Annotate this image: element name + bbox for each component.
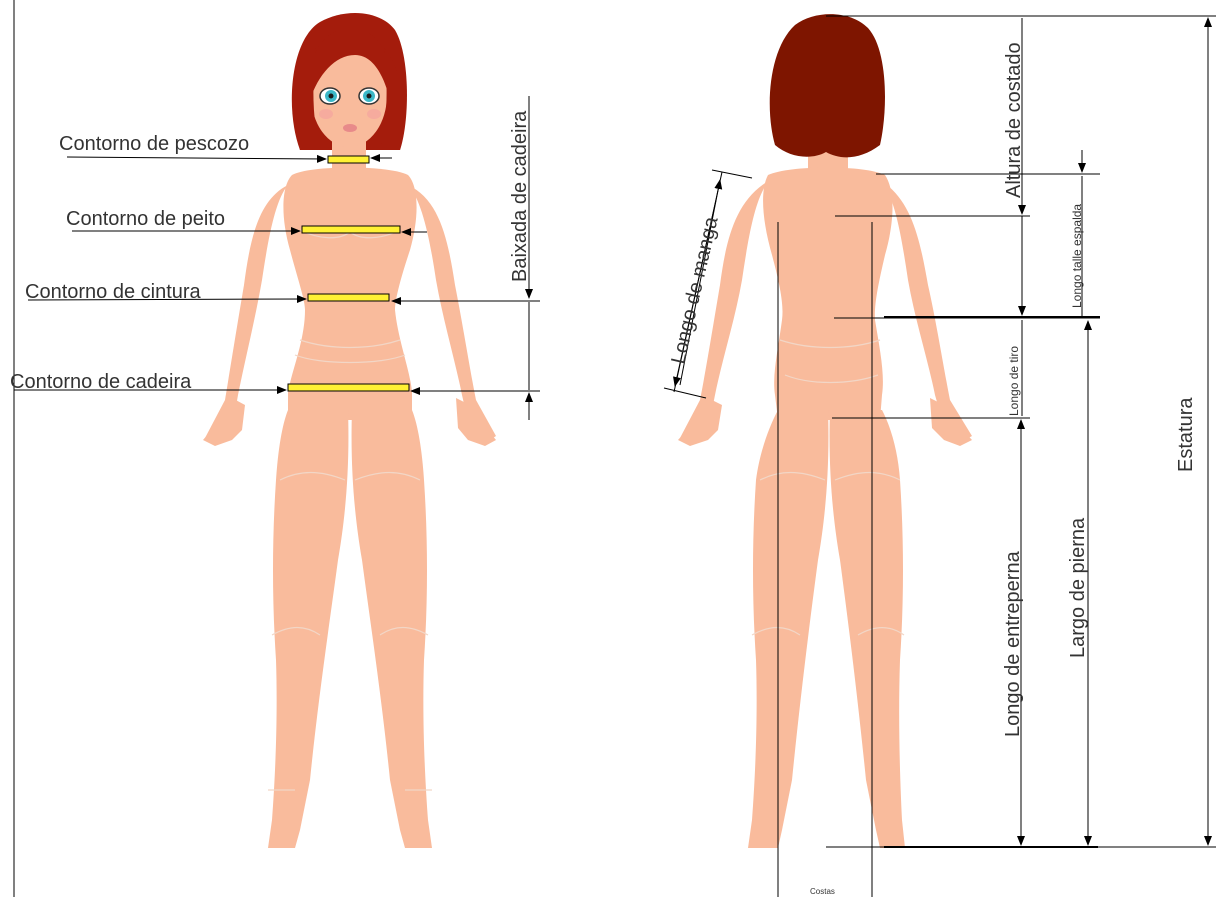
hip-tape	[288, 384, 409, 391]
front-left-pupil	[329, 94, 334, 99]
chest-label: Contorno de peito	[66, 208, 225, 230]
back-right-arm	[880, 180, 972, 440]
height-label: Estatura	[1175, 397, 1197, 472]
waist-tape	[308, 294, 389, 301]
back-length-label: Longo talle espalda	[1070, 204, 1084, 308]
neck-tape	[328, 156, 369, 163]
neck-label: Contorno de pescozo	[59, 133, 249, 155]
neck-arrow-left	[67, 157, 326, 159]
front-mouth	[343, 124, 357, 132]
front-right-cheek	[367, 109, 381, 119]
inseam-label: Longo de entreperna	[1002, 550, 1024, 737]
back-measure-lines	[664, 16, 1216, 897]
chest-tape	[302, 226, 400, 233]
sleeve-tick-bottom	[664, 388, 706, 398]
front-right-arm	[408, 185, 496, 440]
side-height-label: Altura de costado	[1003, 42, 1025, 198]
front-right-pupil	[367, 94, 372, 99]
sleeve-tick-top	[712, 170, 752, 178]
back-caption: Costas	[810, 887, 835, 896]
rise-label: Longo de tiro	[1007, 346, 1021, 416]
hip-drop-label: Baixada de cadeira	[509, 110, 531, 282]
front-left-cheek	[319, 109, 333, 119]
waist-label: Contorno de cintura	[25, 281, 202, 303]
back-figure	[678, 14, 972, 848]
back-hair	[770, 14, 885, 157]
leg-length-label: Largo de pierna	[1067, 517, 1089, 658]
hip-label: Contorno de cadeira	[10, 371, 192, 393]
